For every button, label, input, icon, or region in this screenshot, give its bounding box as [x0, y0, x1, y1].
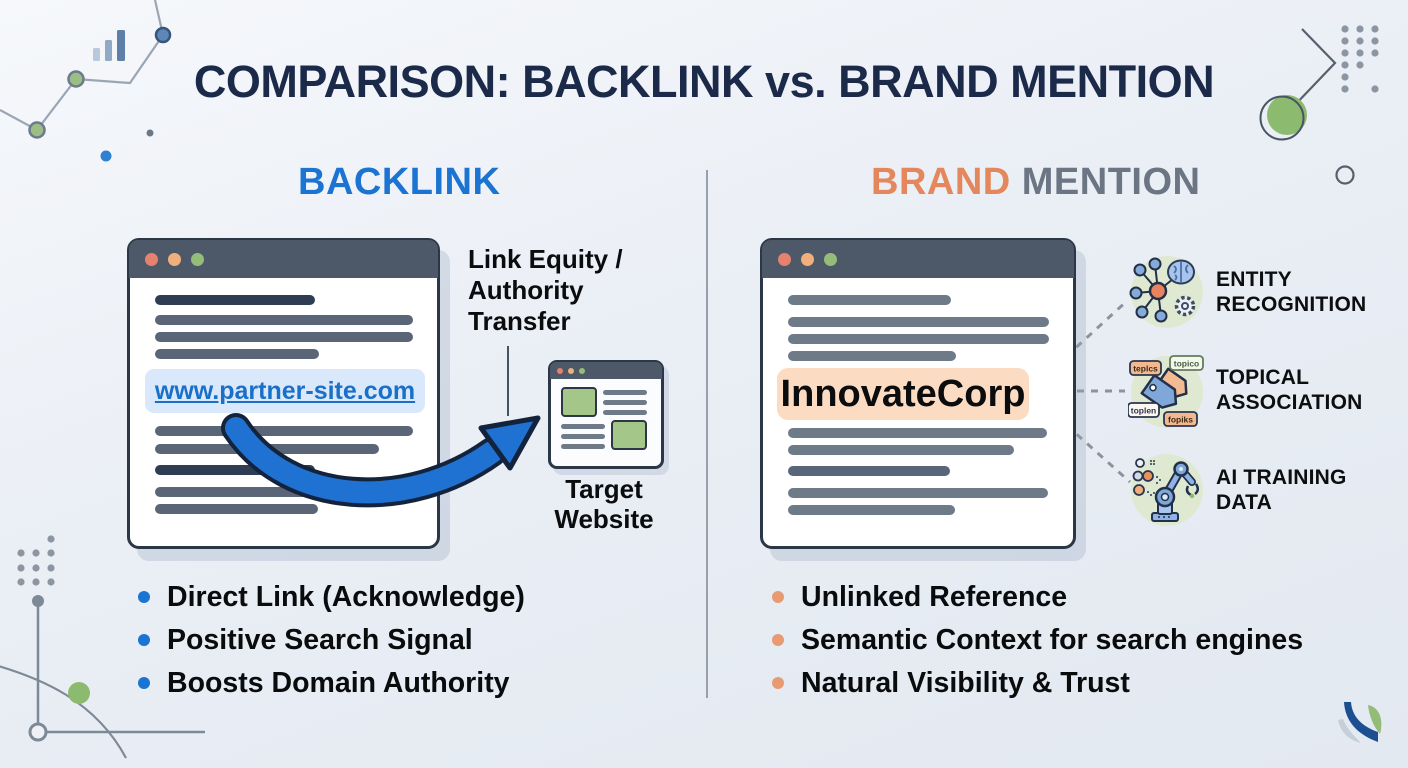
list-item: Positive Search Signal [138, 623, 525, 656]
backlink-heading: BACKLINK [298, 161, 501, 203]
network-nodes-decoration [0, 0, 172, 162]
text-line-placeholder [788, 428, 1047, 438]
text-line-placeholder [788, 505, 955, 515]
text-line-placeholder [561, 424, 605, 429]
text-line-placeholder [788, 466, 950, 476]
page-title: COMPARISON: BACKLINK vs. BRAND MENTION [193, 56, 1215, 107]
backlink-bullet-list: Direct Link (Acknowledge) Positive Searc… [138, 580, 525, 711]
text-line-placeholder [155, 487, 413, 497]
backlink-anchor-text[interactable]: www.partner-site.com [154, 377, 416, 405]
bullet-text: Natural Visibility & Trust [801, 666, 1130, 699]
text-line-placeholder [788, 488, 1048, 498]
topic-tags-icon: teplcs topico toplen fopiks [1128, 355, 1204, 428]
brand-logo [1338, 702, 1382, 743]
text-line-placeholder [788, 295, 951, 305]
mention-website-window: InnovateCorp [760, 238, 1076, 549]
text-line-placeholder [155, 295, 315, 305]
text-line-placeholder [561, 434, 605, 439]
brand-word: BRAND [871, 161, 1011, 203]
list-item: Boosts Domain Authority [138, 666, 525, 699]
bullet-text: Semantic Context for search engines [801, 623, 1304, 656]
bullet-text: Positive Search Signal [167, 623, 473, 656]
text-line-placeholder [561, 444, 605, 449]
dot-grid-bottom-left [17, 535, 55, 586]
window-dot-orange-icon [168, 252, 181, 266]
text-line-placeholder [788, 334, 1049, 344]
text-line-placeholder [603, 390, 647, 395]
window-titlebar [762, 240, 1074, 278]
text-line-placeholder [155, 444, 379, 454]
brand-mention-bullet-list: Unlinked Reference Semantic Context for … [772, 580, 1304, 711]
text-line-placeholder [155, 315, 413, 325]
label-connector-line [507, 346, 509, 416]
topical-association-label: TOPICAL ASSOCIATION [1216, 366, 1363, 414]
svg-text:toplen: toplen [1131, 406, 1157, 416]
bullet-dot-icon [772, 634, 784, 646]
text-line-placeholder [155, 465, 315, 475]
list-item: Semantic Context for search engines [772, 623, 1304, 656]
source-website-window: www.partner-site.com [127, 238, 440, 549]
window-dot-green-icon [579, 367, 585, 374]
brand-mention-highlight: InnovateCorp [777, 368, 1029, 420]
bullet-dot-icon [138, 677, 150, 689]
target-website-label: Target Website [554, 474, 654, 534]
bullet-text: Direct Link (Acknowledge) [167, 580, 525, 613]
image-placeholder [611, 420, 647, 450]
bullet-dot-icon [772, 677, 784, 689]
list-item: Unlinked Reference [772, 580, 1303, 613]
backlink-anchor[interactable]: www.partner-site.com [145, 369, 425, 413]
text-line-placeholder [788, 445, 1014, 455]
list-item: Natural Visibility & Trust [772, 666, 1303, 699]
bullet-dot-icon [772, 591, 784, 603]
text-line-placeholder [155, 332, 413, 342]
window-dot-green-icon [191, 252, 204, 266]
list-item: Direct Link (Acknowledge) [138, 580, 525, 613]
bar-chart-icon [93, 30, 125, 61]
mention-word: MENTION [1021, 161, 1201, 203]
text-line-placeholder [155, 426, 413, 436]
dot-grid-top-right [1341, 25, 1379, 93]
column-divider [706, 170, 708, 698]
text-line-placeholder [788, 351, 956, 361]
plumb-line-decoration [0, 595, 205, 759]
brand-mention-heading: BRAND MENTION [871, 161, 1201, 204]
window-dot-orange-icon [801, 252, 814, 266]
text-line-placeholder [155, 349, 319, 359]
bullet-dot-icon [138, 634, 150, 646]
bullet-dot-icon [138, 591, 150, 603]
window-dot-red-icon [557, 367, 563, 374]
chevron-circle-decoration [1259, 28, 1355, 185]
text-line-placeholder [788, 317, 1049, 327]
image-placeholder [561, 387, 597, 417]
ai-training-data-label: AI TRAINING DATA [1216, 466, 1347, 514]
window-titlebar [129, 240, 438, 278]
entity-recognition-label: ENTITY RECOGNITION [1216, 268, 1367, 316]
target-website-window [548, 360, 664, 469]
svg-text:teplcs: teplcs [1133, 364, 1158, 374]
window-dot-red-icon [778, 252, 791, 266]
bullet-text: Unlinked Reference [801, 580, 1068, 613]
svg-text:fopiks: fopiks [1168, 415, 1193, 425]
svg-text:topico: topico [1174, 359, 1200, 369]
mini-window-titlebar [550, 362, 662, 379]
window-dot-green-icon [824, 252, 837, 266]
window-dot-red-icon [145, 252, 158, 266]
text-line-placeholder [603, 410, 647, 415]
text-line-placeholder [155, 504, 318, 514]
text-line-placeholder [603, 400, 647, 405]
window-dot-orange-icon [568, 367, 574, 374]
link-equity-label: Link Equity / Authority Transfer [468, 244, 623, 336]
robot-arm-icon [1131, 454, 1203, 526]
bullet-text: Boosts Domain Authority [167, 666, 510, 699]
entity-network-brain-icon [1129, 256, 1203, 328]
